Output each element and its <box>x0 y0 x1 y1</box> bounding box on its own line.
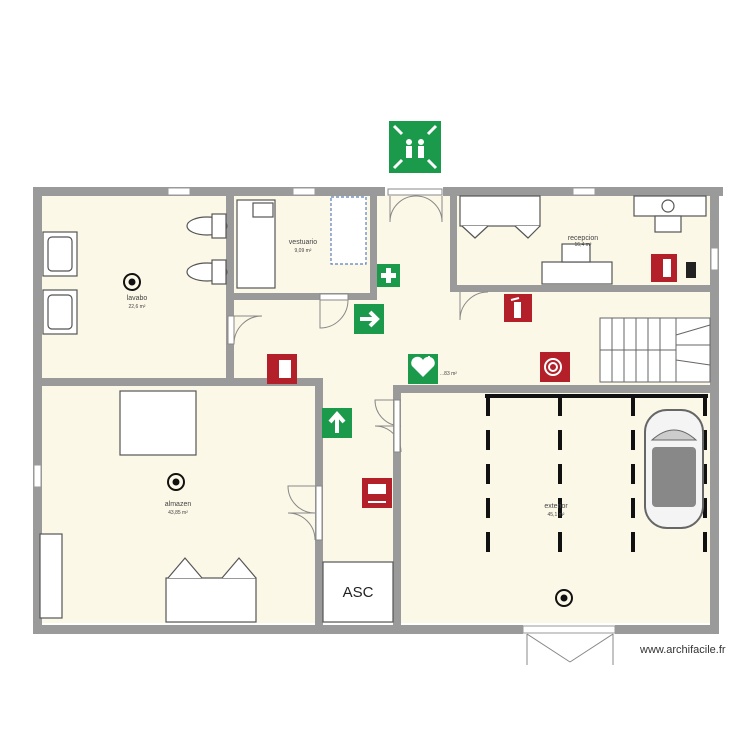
vestuario-furniture <box>236 196 367 289</box>
stairs <box>599 317 711 383</box>
room-area-lavabo: 22,6 m² <box>129 304 146 310</box>
room-labels: lavabo 22,6 m² vestuario 9,09 m² recepci… <box>127 235 599 518</box>
fire-extinguisher-icon <box>504 294 532 322</box>
parking-lines <box>486 396 707 555</box>
assembly-point-icon <box>389 121 441 173</box>
first-aid-icon <box>377 264 400 287</box>
elevator-label: ASC <box>343 584 374 601</box>
room-name-recepcion: recepcion <box>568 235 598 242</box>
fire-alarm-icon <box>267 354 297 384</box>
fire-hose-icon <box>540 352 570 382</box>
fire-sign-recepcion-icon <box>651 254 677 282</box>
car-icon <box>644 409 704 529</box>
fire-extinguisher-small-icon <box>686 262 696 278</box>
room-area-recepcion: 16,4 m² <box>575 242 592 248</box>
room-name-exterior: exterior <box>544 503 568 510</box>
evacuation-arrow-icon <box>354 304 384 334</box>
aed-icon <box>408 354 438 384</box>
almazen-furniture <box>39 390 257 623</box>
room-area-pasillo: ...83 m² <box>440 371 457 377</box>
room-area-almazen: 43,85 m² <box>168 510 188 516</box>
evacuation-arrow-up-icon <box>322 408 352 438</box>
room-name-lavabo: lavabo <box>127 295 148 302</box>
room-area-vestuario: 9,09 m² <box>295 248 312 254</box>
credit-text: www.archifacile.fr <box>640 644 726 656</box>
elevator: ASC <box>322 561 394 623</box>
doors <box>227 188 616 665</box>
room-name-almazen: almazen <box>165 501 192 508</box>
fire-extinguisher-corridor-icon <box>362 478 392 508</box>
room-name-vestuario: vestuario <box>289 239 318 246</box>
recepcion-furniture <box>459 195 707 285</box>
sanitary-fixtures <box>42 213 228 335</box>
windows <box>33 187 719 488</box>
room-area-exterior: 45,1 m² <box>548 512 565 518</box>
smoke-detector-icon <box>123 273 573 607</box>
